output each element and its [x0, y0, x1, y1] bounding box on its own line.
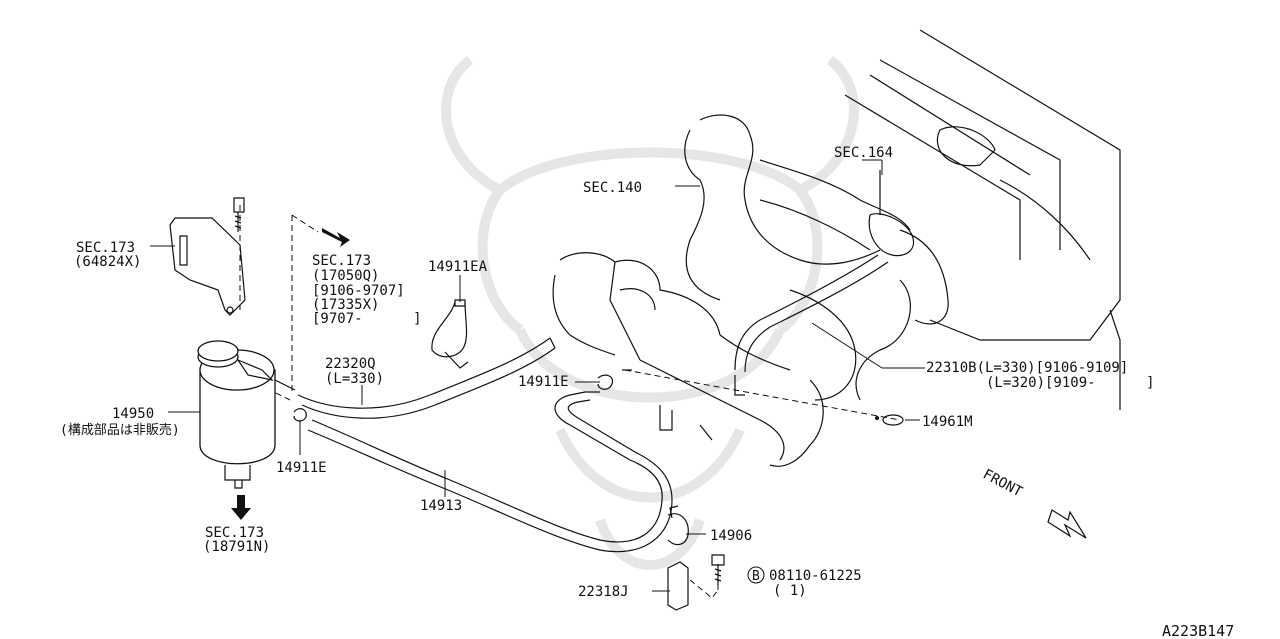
label-14950: 14950 [112, 406, 154, 422]
leader-lines [150, 159, 925, 592]
label-14911ea: 14911EA [428, 259, 488, 275]
bracket-64824x [169, 217, 246, 316]
front-label: FRONT [980, 466, 1025, 500]
label-sec164: SEC.164 [834, 145, 893, 161]
label-22320q-length: (L=330) [325, 371, 384, 387]
bolt-top [233, 197, 245, 232]
label-22318j: 22318J [578, 584, 629, 600]
label-bolt-part: 08110-61225 [769, 568, 862, 584]
label-sec173-top-l1: (17050Q) [312, 268, 379, 284]
label-22320q: 22320Q [325, 356, 376, 372]
clamp-14911ea [431, 299, 469, 369]
watermark-emblem [441, 56, 859, 570]
label-22310b-l1: 22310B(L=330)[9106-9109] [926, 360, 1128, 376]
label-14911e-upper: 14911E [518, 374, 569, 390]
label-sec173-top-l3: (17335X) [312, 297, 379, 313]
canister-14950 [197, 340, 296, 489]
label-sec173-top-l4: [9707- ] [312, 311, 422, 327]
label-14961m: 14961M [922, 414, 973, 430]
label-14950-note: (構成部品は非販売) [60, 422, 180, 438]
bolt-08110 [711, 554, 725, 585]
clip-14911e-lower [293, 408, 307, 422]
label-sec173-bottom: SEC.173 [205, 525, 264, 541]
label-sec173-bottom-sub: (18791N) [203, 539, 270, 555]
label-14911e-lower: 14911E [276, 460, 327, 476]
part-14961m [875, 414, 904, 426]
label-22310b-l2: (L=320)[9109- ] [986, 375, 1155, 391]
label-sec140: SEC.140 [583, 180, 642, 196]
front-indicator: FRONT [980, 466, 1087, 539]
label-sec173-top: SEC.173 [312, 253, 371, 269]
clamp-14906 [667, 505, 689, 546]
label-sec173-bracket-sub: (64824X) [74, 254, 141, 270]
clip-14911e-upper [597, 369, 632, 390]
label-bolt-qty: ( 1) [773, 583, 807, 599]
diagram-id: A223B147 [1162, 622, 1234, 639]
engine-assembly [552, 29, 1121, 467]
bracket-22318j [667, 561, 689, 611]
hose-14913 [307, 391, 673, 553]
arrow-sec173-top [322, 228, 350, 247]
label-14906: 14906 [710, 528, 752, 544]
arrow-sec173-bottom [231, 495, 251, 520]
label-sec173-top-l2: [9106-9707] [312, 283, 405, 299]
label-sec173-bracket: SEC.173 [76, 240, 135, 256]
label-14913: 14913 [420, 498, 462, 514]
bolt-symbol-letter: B [752, 569, 760, 584]
hose-22310b [734, 254, 889, 373]
hose-22320q [297, 337, 556, 419]
bolt-symbol: B [747, 566, 765, 584]
